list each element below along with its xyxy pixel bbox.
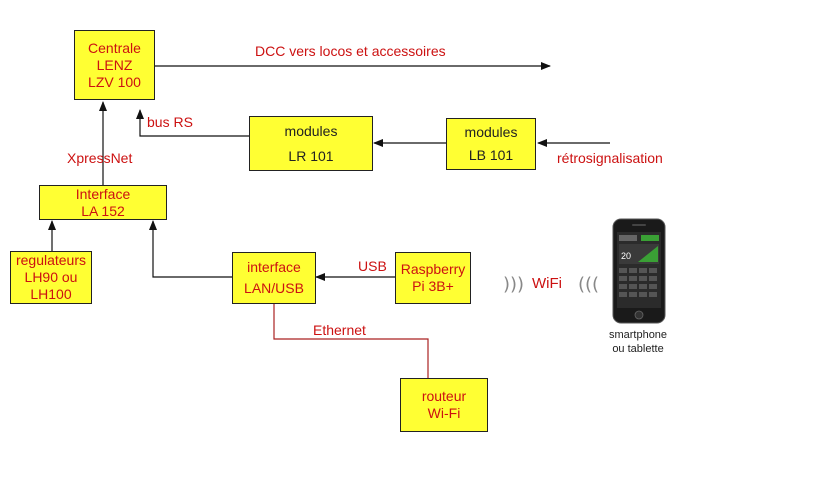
interface-la152-box: Interface LA 152 — [39, 185, 167, 220]
wifi-waves-right-icon: ((( — [578, 274, 600, 295]
box-line: routeur — [421, 388, 467, 404]
box-line: LA 152 — [81, 202, 125, 219]
retrosignalisation-label: rétrosignalisation — [557, 150, 663, 166]
box-line: Raspberry — [400, 261, 466, 277]
box-line: modules — [464, 124, 518, 140]
box-line: LZV 100 — [88, 73, 141, 90]
box-line: LAN/USB — [244, 280, 304, 296]
box-line: LH100 — [30, 286, 72, 302]
modules-lr101-box: modules LR 101 — [249, 116, 373, 171]
caption-line: smartphone — [608, 329, 668, 341]
box-line: LH90 ou — [24, 269, 78, 285]
dcc-label: DCC vers locos et accessoires — [255, 43, 446, 59]
raspberry-pi-box: Raspberry Pi 3B+ — [395, 252, 471, 304]
box-line: Interface — [75, 185, 131, 202]
ethernet-line — [273, 304, 429, 378]
screen-speed-value: 20 — [621, 251, 631, 261]
box-line: interface — [247, 259, 301, 275]
box-line: LB 101 — [468, 147, 514, 163]
lan-to-la152-arrow — [149, 220, 232, 278]
box-line: LENZ — [96, 56, 133, 73]
smartphone-icon: 20 — [612, 218, 666, 324]
box-line: Pi 3B+ — [412, 278, 454, 294]
usb-label: USB — [358, 258, 387, 274]
centrale-lenz-box: Centrale LENZ LZV 100 — [74, 30, 155, 100]
regulateurs-box: regulateurs LH90 ou LH100 — [10, 251, 92, 304]
bus-rs-arrow — [136, 109, 249, 137]
caption-line: ou tablette — [612, 343, 664, 355]
box-line: regulateurs — [15, 252, 87, 268]
ethernet-label: Ethernet — [313, 322, 366, 338]
box-line: LR 101 — [288, 147, 334, 164]
box-line: Wi-Fi — [427, 405, 461, 421]
wifi-waves-left-icon: ))) — [503, 274, 525, 295]
bus-rs-label: bus RS — [147, 114, 193, 130]
wifi-label: WiFi — [532, 275, 562, 292]
modules-lb101-box: modules LB 101 — [446, 118, 536, 170]
routeur-wifi-box: routeur Wi-Fi — [400, 378, 488, 432]
interface-lan-usb-box: interface LAN/USB — [232, 252, 316, 304]
box-line: Centrale — [88, 39, 141, 56]
xpressnet-label: XpressNet — [67, 150, 133, 166]
smartphone-caption: smartphone ou tablette — [590, 328, 686, 356]
box-line: modules — [284, 122, 338, 139]
